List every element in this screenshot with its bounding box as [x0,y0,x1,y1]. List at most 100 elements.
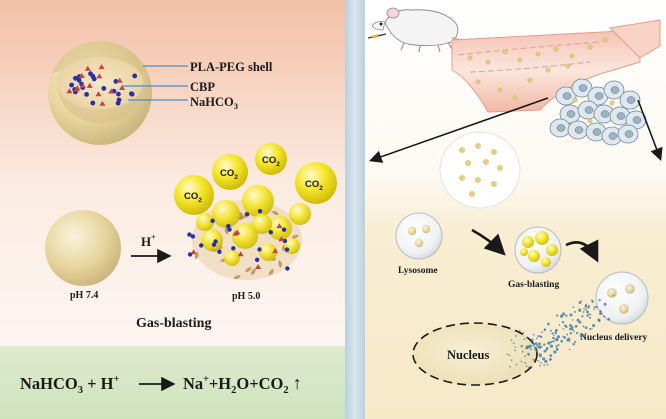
endosome-nanoparticle [491,181,497,187]
spray-dot [603,302,607,306]
spray-dot [587,306,590,309]
small-co2-bubble [242,185,274,217]
spray-dot [514,346,516,348]
circulating-nanoparticle [502,49,508,55]
spray-dot [546,322,550,326]
spray-dot [543,364,546,367]
spray-dot [556,335,561,339]
shell-fragment [268,268,274,276]
co2-bubble: CO2 [212,154,248,190]
svg-text:CO2: CO2 [220,168,238,181]
spray-dot [603,315,606,318]
small-co2-bubble [232,223,258,249]
tumor-cell-nucleus [592,128,602,136]
circulating-nanoparticle [569,53,575,59]
nahco3-triangle [95,91,102,97]
spray-dot [578,320,582,324]
spray-dot [562,327,565,330]
gas-blasting-label: Gas-blasting [508,280,559,290]
shell-fragment [291,234,299,239]
panel-divider [345,0,365,419]
arrow-blasting-to-delivery [565,239,599,263]
spray-dot [525,336,528,339]
arrow-lysosome-to-blasting [471,228,506,256]
circulating-nanoparticle [565,63,571,69]
spray-dot [530,366,533,369]
lysosome [395,212,443,260]
spray-dot [579,308,581,310]
tumor-cell-nucleus [600,110,610,118]
circulating-nanoparticle [475,79,481,85]
nahco3-triangle [78,73,85,78]
released-nahco3-triangle [255,264,262,269]
shell-fragment [278,260,282,268]
circulating-nanoparticle [485,59,491,65]
spray-dot [549,340,553,344]
endosome-nanoparticle [483,159,489,165]
spray-dot [537,335,540,338]
cbp-dot [116,91,121,97]
mouse-illustration [367,7,507,53]
tumor-cell-nucleus [556,124,566,132]
lysosome-co2-bubble [546,244,558,256]
released-cbp-dot [217,249,222,254]
small-co2-bubble [224,250,240,266]
circulating-nanoparticle [517,57,523,63]
spray-dot [551,332,554,335]
endosome-nanoparticle [475,177,481,183]
cbp-dot [73,75,78,81]
svg-text:CO2: CO2 [305,179,323,192]
released-cbp-dot [257,247,262,252]
circulating-nanoparticles [467,37,608,101]
spray-dot [591,328,593,330]
internalized-nanoparticle [572,97,578,103]
spray-dot [536,344,539,347]
spray-dot [589,316,592,319]
spray-dot [571,319,574,321]
spray-dot [544,359,548,363]
spray-dot [563,336,566,339]
reaction-equation: NaHCO3 + H+ Na++H2O+CO2 ↑ [20,373,302,396]
tumor-cell-nucleus [632,116,642,124]
nahco3-label: NaHCO3 [190,95,238,111]
nahco3-triangle [108,88,115,94]
tumor-cell-nucleus [610,86,620,94]
spray-dot [515,363,518,366]
spray-dot [521,350,524,353]
cbp-dot [116,97,122,103]
spray-dot [612,294,615,297]
spray-dot [543,343,546,346]
spray-dot [572,330,575,333]
endosome-nanoparticle [459,175,465,181]
released-vesicle [595,271,649,325]
released-nahco3-triangle [278,236,285,242]
spray-dot [578,301,582,304]
small-co2-bubble [201,229,223,251]
released-nahco3-triangle [276,223,283,229]
cbp-dot [129,91,135,97]
circulating-nanoparticle [467,55,473,61]
released-nahco3-triangle [190,249,197,255]
spray-dot [538,353,541,355]
spray-dot [561,312,566,316]
spray-dot [563,324,567,327]
spray-dot [549,329,552,332]
tumor-cell-nucleus [626,96,636,104]
released-cbp-dot [284,247,290,252]
spray-dot [569,324,572,326]
spray-dot [530,338,534,342]
cbp-label: CBP [190,80,215,94]
spray-dot [583,308,585,310]
spray-dot [524,355,526,358]
spray-dot [584,326,588,330]
tumor-cell-nucleus [578,84,588,92]
released-cbp-dot [281,227,287,232]
endosome-nanoparticle [491,149,497,155]
spray-dot [508,354,511,356]
spray-dot [539,346,542,349]
lysosome-co2-bubble [520,248,528,256]
endosome-nanoparticles [459,143,503,197]
spray-dot [543,349,547,353]
spray-dot [574,311,576,313]
